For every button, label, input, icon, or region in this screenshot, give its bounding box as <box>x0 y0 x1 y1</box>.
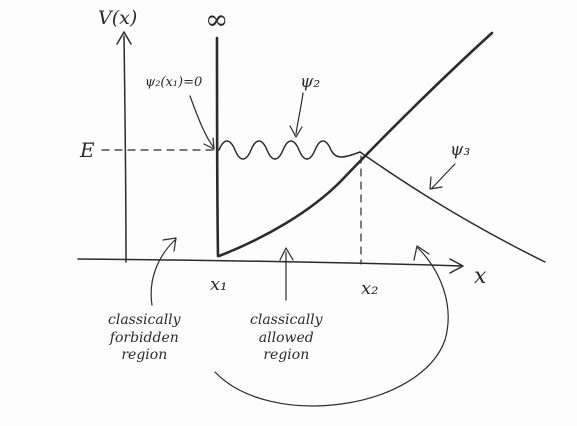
boundary-arrow <box>189 95 215 149</box>
x-axis-arrowhead <box>449 258 464 274</box>
allowed-region-label: classically allowed region <box>250 312 323 365</box>
forbidden-loop-arrowhead <box>413 245 430 261</box>
psi2-label: ψ₂ <box>300 72 321 92</box>
allowed-region-line1: classically <box>250 312 323 328</box>
y-axis-arrowhead <box>116 31 132 45</box>
forbidden-region-line1: classically <box>108 312 181 328</box>
boundary-condition-label: ψ₂(x₁)=0 <box>145 75 203 90</box>
psi2-wavefunction <box>218 140 361 160</box>
infinite-wall <box>215 36 220 258</box>
forbidden-loop-arrow <box>214 247 449 407</box>
allowed-arrowhead <box>279 247 294 261</box>
psi2-arrowhead <box>289 125 303 138</box>
allowed-region-line3: region <box>263 347 310 363</box>
forbidden-arrow <box>150 239 176 306</box>
x1-label: x₁ <box>210 274 228 295</box>
forbidden-region-line3: region <box>121 347 168 363</box>
x-axis <box>77 258 463 267</box>
energy-label: E <box>80 138 95 162</box>
psi3-arrow <box>431 163 456 189</box>
potential-curve <box>217 31 494 258</box>
y-axis <box>123 35 127 263</box>
infinity-label: ∞ <box>205 3 229 36</box>
allowed-region-line2: allowed <box>258 329 314 346</box>
forbidden-region-line2: forbidden <box>109 329 179 346</box>
forbidden-region-label: classically forbidden region <box>108 312 181 365</box>
psi3-label: ψ₃ <box>450 140 471 160</box>
y-axis-label: V(x) <box>98 7 138 29</box>
x-axis-label: x <box>474 264 487 289</box>
psi2-arrow <box>295 92 304 135</box>
boundary-arrowhead <box>203 137 215 150</box>
psi3-decay-curve <box>359 151 546 263</box>
psi3-arrowhead <box>429 176 443 190</box>
x2-label: x₂ <box>361 278 379 299</box>
forbidden-arrowhead <box>162 237 177 252</box>
